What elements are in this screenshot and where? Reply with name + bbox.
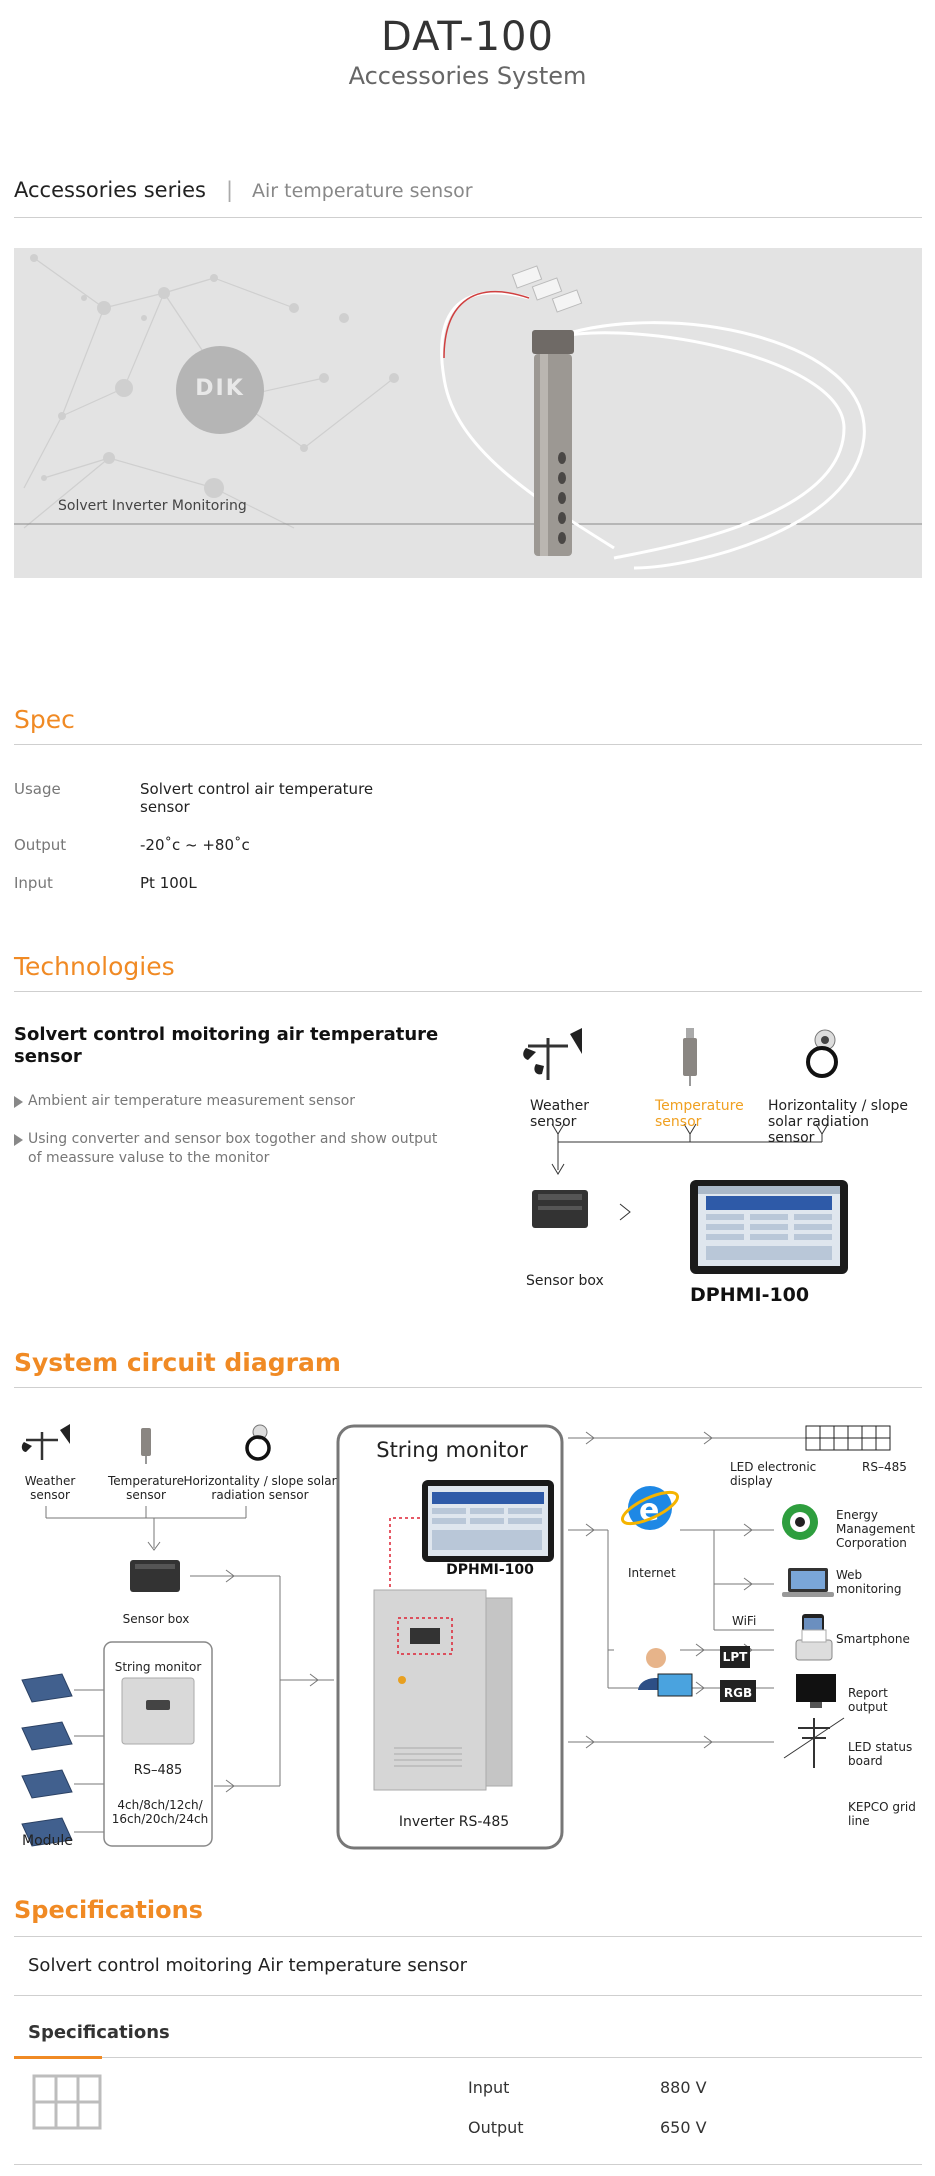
spec-key: Input [14,874,53,892]
temperature-sensor-label: Temperature sensor [107,1474,184,1502]
rgb-box [720,1680,756,1702]
brand-logo: DIK [195,376,245,401]
laptop-icon [782,1568,834,1597]
sensor-box-icon [532,1190,588,1228]
report-output-label: Report output [848,1686,888,1714]
temperature-sensor-icon [141,1428,151,1464]
tab-specifications[interactable]: Specifications [14,2010,922,2059]
led-display-rs485: RS–485 [862,1460,907,1474]
spec-row-usage: Usage Solvert control air temperature se… [14,780,414,820]
spec-value: Pt 100L [140,874,197,892]
lpt-label: LPT [722,1650,748,1664]
tab-label: Specifications [28,2022,170,2043]
solar-panel-icon [21,1673,73,1847]
internet-label: Internet [628,1566,676,1580]
kepco-label: KEPCO grid line [848,1800,916,1828]
sensor-box-icon [130,1560,180,1592]
spec-key: Usage [14,780,61,798]
sensor-box-label: Sensor box [526,1273,604,1289]
logo-circle [176,346,264,434]
spec-heading: Spec [14,705,922,745]
temperature-sensor-label: Temperature sensor [655,1098,744,1130]
technologies-diagram [523,1028,848,1274]
spec-row-input: Input Pt 100L [14,874,414,894]
energy-corp-label: Energy Management Corporation [836,1508,916,1550]
tab-underline [14,2056,102,2059]
spec-key: Output [468,2118,524,2137]
spec-key: Input [468,2078,510,2097]
rgb-label: RGB [723,1686,753,1700]
cabinet-outline-icon [32,2074,102,2130]
bullet-icon [14,1096,23,1108]
temperature-sensor-icon [683,1028,697,1086]
series-current[interactable]: Air temperature sensor [252,180,473,202]
string-monitor-label: String monitor [114,1660,202,1674]
bottom-divider [14,2164,922,2165]
banner-caption: Solvert Inverter Monitoring [58,498,247,514]
printer-icon [795,1629,833,1661]
energy-corp-icon [782,1504,818,1540]
svg-text:e: e [639,1493,659,1528]
bullet-icon [14,1134,23,1146]
technologies-title: Solvert control moitoring air temperatur… [14,1024,439,1067]
spec-value: 650 V [660,2118,707,2137]
string-monitor-rs485: RS–485 [133,1763,183,1778]
solar-sensor-label: Horizontality / slope solar radiation se… [183,1474,337,1502]
network-pattern [14,254,922,570]
weather-sensor-icon [523,1028,582,1080]
sensor-box-label: Sensor box [122,1612,190,1626]
weather-sensor-label: Weather sensor [530,1098,589,1130]
led-display-icon [805,1425,891,1451]
hmi-label: DPHMI-100 [446,1562,534,1578]
spec-row-output: Output -20˚c ~ +80˚c [14,836,414,856]
channel-options: 4ch/8ch/12ch/ 16ch/20ch/24ch [111,1798,209,1826]
page-subtitle: Accessories System [348,62,587,90]
monitor-icon [796,1674,836,1708]
technologies-heading: Technologies [14,952,922,992]
web-monitoring-label: Web monitoring [836,1568,902,1596]
spec-value: Solvert control air temperature sensor [140,780,374,816]
led-display-label: LED electronic display [730,1460,817,1488]
weather-sensor-icon [21,1424,70,1460]
operator-icon [638,1648,693,1697]
product-name: Solvert control moitoring Air temperatur… [28,1955,467,1976]
string-monitor-device [121,1677,195,1745]
weather-sensor-label: Weather sensor [24,1474,76,1502]
specifications-heading: Specifications [14,1896,203,1924]
system-circuit-diagram: e [21,1424,891,1850]
module-label: Module [22,1833,73,1849]
hmi-device-icon [690,1180,848,1274]
power-pole-icon [783,1717,845,1768]
page-title: DAT-100 [381,14,554,60]
series-separator: | [226,178,234,202]
lpt-box [720,1646,750,1668]
solar-sensor-label: Horizontality / slope solar radiation se… [768,1098,909,1146]
spec-value: 880 V [660,2078,707,2097]
wifi-label: WiFi [732,1614,757,1628]
solar-sensor-icon [806,1029,838,1078]
breadcrumb: Accessories series | Air temperature sen… [14,178,922,218]
string-monitor-title: String monitor [376,1438,528,1462]
series-label[interactable]: Accessories series [14,178,206,202]
probe-nut [532,330,574,354]
specifications-product: Solvert control moitoring Air temperatur… [14,1936,922,1996]
inverter-label: Inverter RS-485 [398,1814,510,1830]
smartphone-label: Smartphone [836,1632,910,1646]
probe-body [534,354,572,556]
list-item: Using converter and sensor box togother … [14,1130,444,1168]
spec-key: Output [14,836,67,854]
inverter-icon [373,1589,513,1791]
solar-sensor-icon [245,1424,271,1461]
spec-value: -20˚c ~ +80˚c [140,836,250,854]
list-item: Ambient air temperature measurement sens… [14,1092,444,1111]
led-status-label: LED status board [848,1740,913,1768]
hmi-label: DPHMI-100 [690,1284,810,1306]
internet-icon: e [620,1486,680,1530]
hmi-device-icon [422,1480,554,1562]
hmi-screen-value: 100.0 [757,1123,799,1138]
product-banner: DIK Solvert Inverter Monitoring [14,248,922,578]
circuit-heading: System circuit diagram [14,1348,922,1388]
